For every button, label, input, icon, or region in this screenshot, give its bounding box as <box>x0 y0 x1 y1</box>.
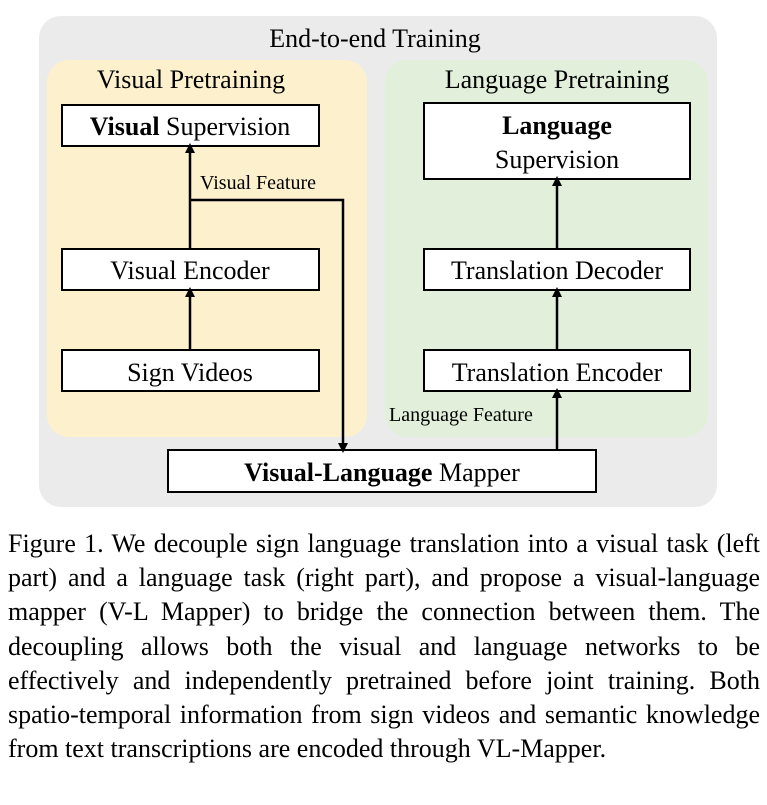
language-supervision-box <box>423 102 691 180</box>
visual-feature-label: Visual Feature <box>200 172 316 194</box>
sign-videos-label: Sign Videos <box>127 358 253 387</box>
translation-decoder-label: Translation Decoder <box>451 256 663 285</box>
end-to-end-title: End-to-end Training <box>269 24 481 53</box>
language-feature-label: Language Feature <box>389 404 533 426</box>
language-pretraining-title: Language Pretraining <box>445 65 670 94</box>
visual-pretraining-title: Visual Pretraining <box>97 65 285 94</box>
language-supervision-label-bold: Language <box>502 111 612 140</box>
figure-caption: Figure 1. We decouple sign language tran… <box>8 529 760 764</box>
visual-encoder-label: Visual Encoder <box>110 256 270 285</box>
vl-mapper-box <box>167 449 597 493</box>
vl-mapper-label: Visual-Language Mapper <box>244 458 520 487</box>
visual-supervision-label: Visual Supervision <box>90 112 291 141</box>
visual-supervision-box <box>61 104 320 147</box>
arrow-visual-feature-to-mapper <box>190 198 348 453</box>
framework-diagram: End-to-end Training Visual Pretraining L… <box>39 16 717 507</box>
translation-encoder-label: Translation Encoder <box>452 358 663 387</box>
language-supervision-label-rest: Supervision <box>495 145 619 174</box>
